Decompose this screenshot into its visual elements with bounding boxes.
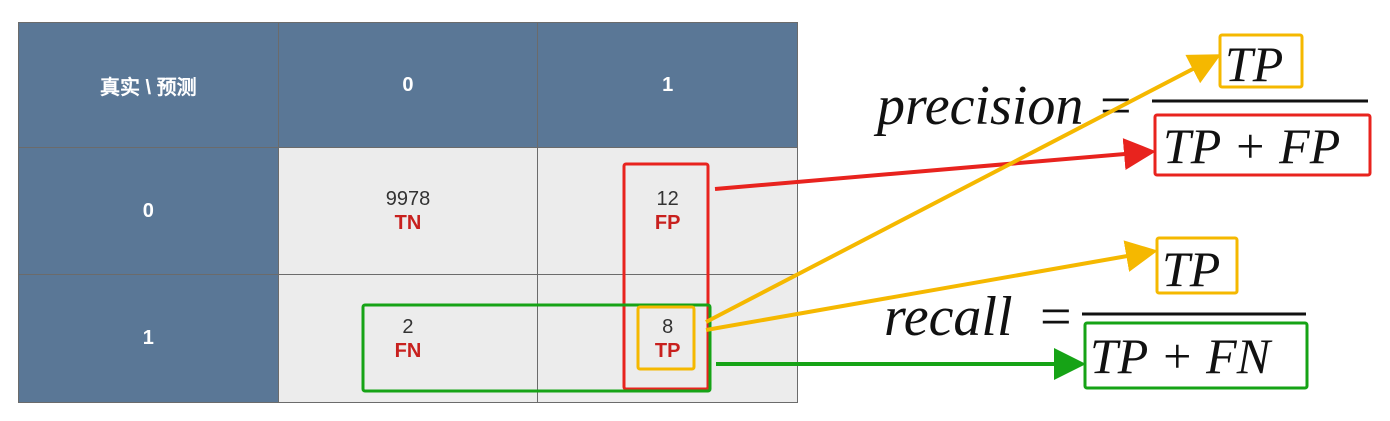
cell-tp: 8 TP bbox=[537, 274, 798, 403]
precision-name: precision bbox=[877, 75, 1084, 137]
tp-value: 8 bbox=[662, 315, 674, 338]
recall-numerator: TP bbox=[1162, 241, 1221, 297]
tn-label: TN bbox=[394, 212, 422, 234]
fn-value: 2 bbox=[402, 315, 414, 338]
cell-fn: 2 FN bbox=[277, 274, 539, 403]
recall-equals: = bbox=[1040, 286, 1072, 348]
fn-label: FN bbox=[394, 339, 422, 362]
tp-label: TP bbox=[654, 339, 681, 362]
cell-fp: 12 FP bbox=[537, 147, 798, 275]
tn-value: 9978 bbox=[385, 188, 431, 210]
row-header-0: 0 bbox=[18, 147, 279, 275]
cell-tn: 9978 TN bbox=[277, 147, 539, 275]
precision-numerator: TP bbox=[1225, 36, 1284, 92]
confusion-matrix-table: 真实 \ 预测 0 1 0 9978 TN 12 FP 1 2 FN 8 TP bbox=[18, 22, 798, 403]
precision-equals: = bbox=[1100, 75, 1132, 137]
col-header-1: 1 bbox=[537, 22, 798, 148]
fp-label: FP bbox=[654, 212, 681, 234]
precision-denominator: TP + FP bbox=[1163, 118, 1341, 174]
fp-value: 12 bbox=[656, 188, 679, 210]
col-header-0: 0 bbox=[277, 22, 539, 148]
recall-denominator: TP + FN bbox=[1090, 328, 1271, 384]
row-header-1: 1 bbox=[18, 274, 279, 403]
recall-name: recall bbox=[884, 286, 1013, 348]
corner-header: 真实 \ 预测 bbox=[18, 22, 279, 148]
